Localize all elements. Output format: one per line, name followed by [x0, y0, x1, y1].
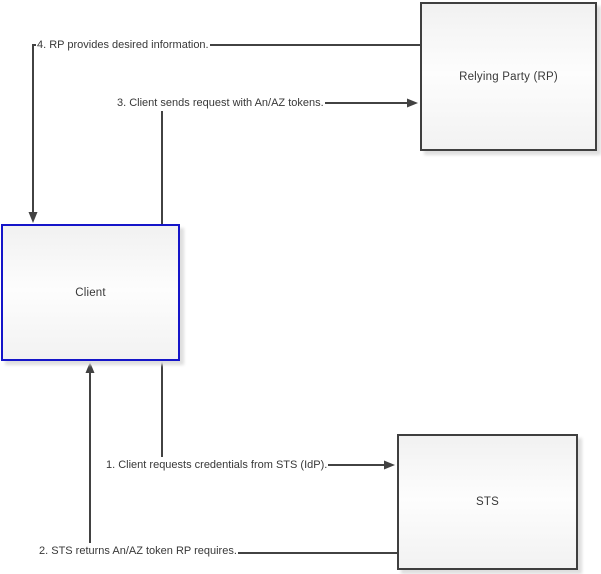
- relying-party-box: Relying Party (RP): [420, 2, 597, 151]
- edge-label-sts-returns-token: 2. STS returns An/AZ token RP requires.: [38, 543, 238, 559]
- arrowhead-up-icon: [85, 362, 95, 373]
- connector-edge-4: [32, 44, 420, 217]
- relying-party-label: Relying Party (RP): [459, 70, 558, 83]
- connector-edge-1: [161, 361, 385, 466]
- arrowhead-down-icon: [28, 212, 38, 223]
- edge-label-rp-provides-information: 4. RP provides desired information.: [36, 37, 210, 53]
- arrowhead-right-icon: [384, 460, 395, 470]
- connector-edge-3: [161, 102, 408, 224]
- client-label: Client: [75, 286, 106, 299]
- sts-box: STS: [397, 434, 578, 570]
- arrowhead-right-icon: [407, 98, 418, 108]
- edge-label-client-requests-credentials: 1. Client requests credentials from STS …: [105, 457, 329, 473]
- edge-label-client-sends-request: 3. Client sends request with An/AZ token…: [116, 95, 325, 111]
- sts-label: STS: [476, 496, 499, 508]
- client-box: Client: [1, 224, 180, 361]
